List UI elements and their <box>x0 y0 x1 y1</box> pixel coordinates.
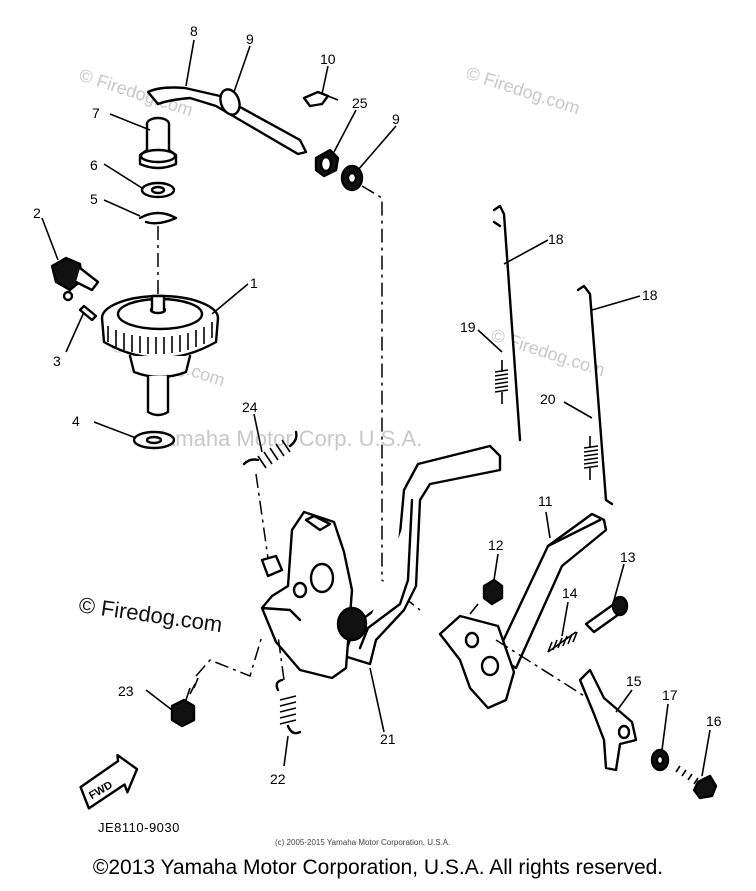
callout-19: 19 <box>460 319 476 335</box>
callout-6: 6 <box>90 157 98 173</box>
callout-20: 20 <box>540 391 556 407</box>
part-12-nut <box>469 578 504 615</box>
callout-16: 16 <box>706 713 722 729</box>
diagram-code: JE8110-9030 <box>98 820 180 835</box>
leader-lines <box>41 39 711 777</box>
part-18-rod-left <box>492 204 522 442</box>
callout-25: 25 <box>352 95 368 111</box>
callout-11: 11 <box>538 493 553 509</box>
callout-21: 21 <box>380 731 396 747</box>
part-8-rod <box>146 86 308 156</box>
part-7-shaft <box>138 116 178 170</box>
part-21-arm <box>342 444 502 666</box>
watermark-firedog-large: © Firedog.com <box>77 592 224 637</box>
governor-lever-plate <box>438 614 516 710</box>
callout-18-left: 18 <box>548 231 564 247</box>
callout-18-right: 18 <box>642 287 658 303</box>
callout-2: 2 <box>33 205 41 221</box>
callout-7: 7 <box>92 105 100 121</box>
part-1-gear <box>100 294 220 417</box>
part-9-washer <box>340 164 364 192</box>
governor-bracket <box>260 510 368 680</box>
part-4-washer <box>132 430 176 450</box>
callout-10: 10 <box>320 51 336 67</box>
callout-15: 15 <box>626 673 642 689</box>
callout-8: 8 <box>190 23 198 39</box>
part-2-bracket <box>50 256 100 302</box>
part-19-spring <box>494 360 509 404</box>
part-5-clip <box>138 211 178 225</box>
watermark-firedog-2: © Firedog.com <box>464 63 583 119</box>
callout-9-top: 9 <box>246 31 254 47</box>
fwd-arrow-icon: FWD <box>79 753 139 810</box>
part-11-lever <box>494 512 608 670</box>
callout-22: 22 <box>270 771 286 787</box>
part-24-spring <box>242 430 298 559</box>
callout-24: 24 <box>242 399 258 415</box>
callout-1: 1 <box>250 275 258 291</box>
part-20-spring <box>583 436 599 480</box>
small-copyright: (c) 2005-2015 Yamaha Motor Corporation, … <box>275 838 451 847</box>
callout-3: 3 <box>53 353 61 369</box>
callout-14: 14 <box>562 585 578 601</box>
part-16-bolt <box>675 765 718 800</box>
callout-13: 13 <box>620 549 636 565</box>
callout-9-right: 9 <box>392 111 400 127</box>
callout-5: 5 <box>90 191 98 207</box>
part-18-rod-right <box>576 284 614 506</box>
callout-17: 17 <box>662 687 678 703</box>
part-23-bolt <box>170 635 263 728</box>
part-25-bushing <box>314 148 340 178</box>
part-15-lever <box>578 668 638 772</box>
part-10-clip <box>302 90 339 108</box>
part-14-spring <box>547 631 578 653</box>
callout-23: 23 <box>118 683 134 699</box>
part-13-bolt <box>584 595 629 634</box>
footer-copyright: ©2013 Yamaha Motor Corporation, U.S.A. A… <box>92 856 664 879</box>
part-6-washer <box>140 181 176 199</box>
callout-12: 12 <box>488 537 504 553</box>
part-17-washer <box>650 748 670 772</box>
part-22-spring <box>275 635 302 735</box>
callouts: 1 2 3 4 5 6 7 8 9 9 10 11 12 13 14 15 16… <box>33 23 722 787</box>
part-3-pin <box>78 304 98 322</box>
callout-4: 4 <box>72 413 80 429</box>
